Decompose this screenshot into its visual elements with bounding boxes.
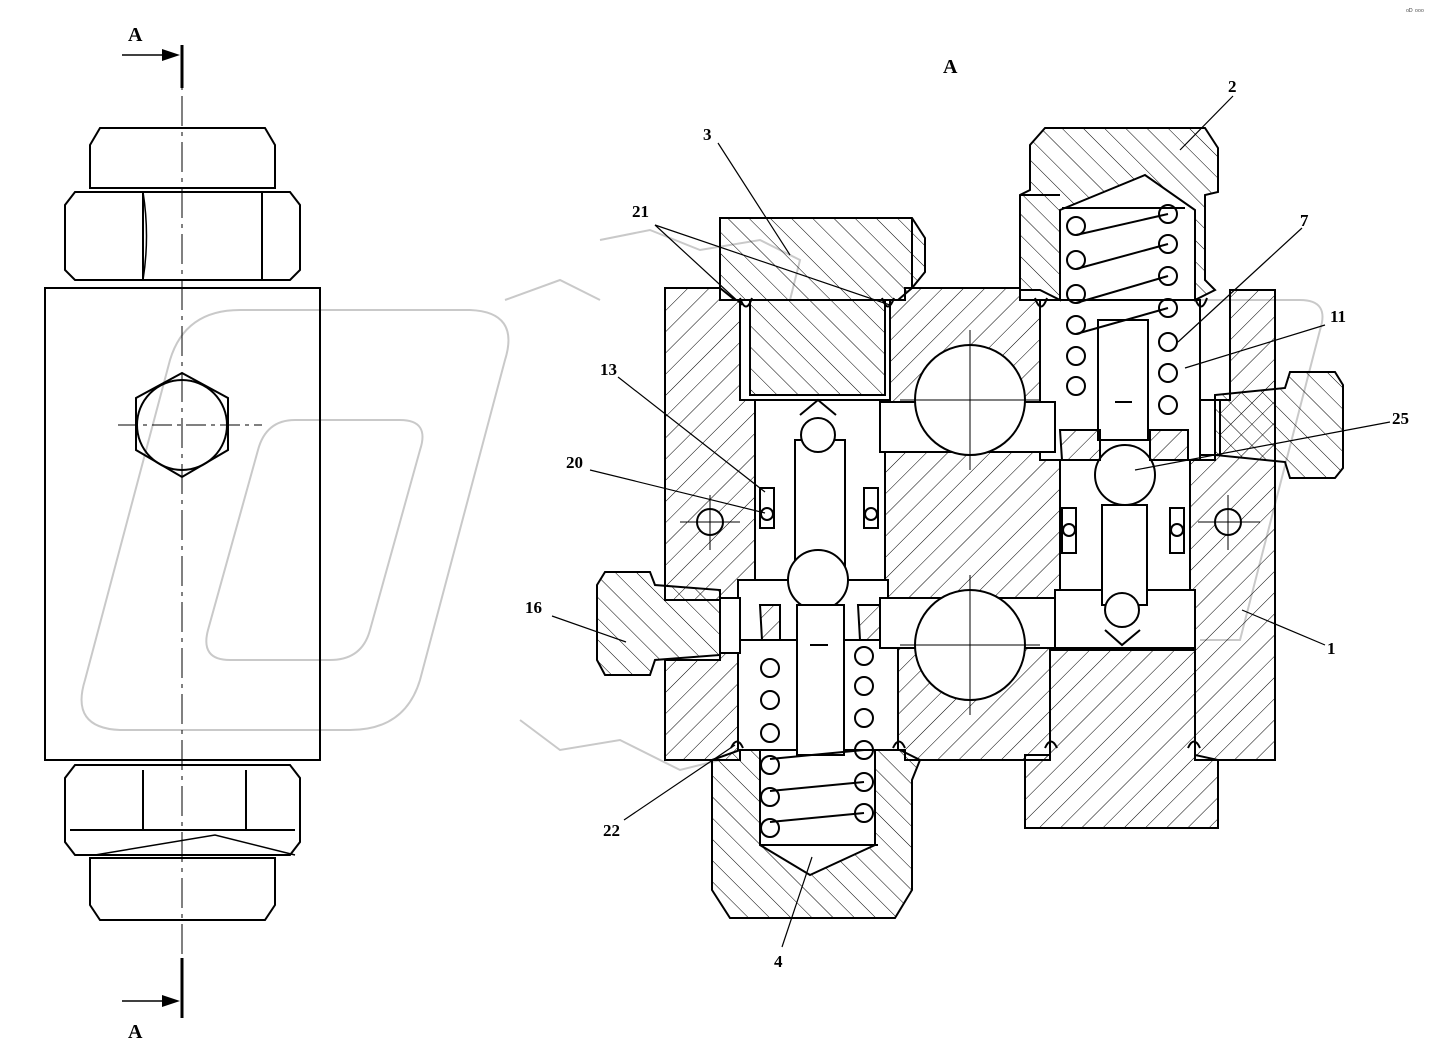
left-valve-stem — [758, 398, 881, 756]
callout-25: 25 — [1392, 409, 1409, 428]
section-label-top: A — [128, 24, 143, 46]
section-view-title: A — [943, 56, 958, 78]
fitting-16 — [596, 571, 721, 676]
right-valve-stem — [1058, 319, 1189, 647]
callout-1: 1 — [1327, 639, 1336, 658]
section-arrow-top — [122, 49, 180, 61]
section-label-bottom: A — [128, 1021, 143, 1043]
callout-11: 11 — [1330, 307, 1346, 326]
cap-2 — [1019, 127, 1219, 302]
callout-13: 13 — [600, 360, 617, 379]
watermark — [80, 228, 1324, 772]
cap-4 — [711, 749, 922, 919]
callout-16: 16 — [525, 598, 542, 617]
fitting-right — [1214, 371, 1344, 479]
spring-top-right — [1062, 204, 1185, 415]
plug-3 — [719, 217, 926, 396]
section-line — [118, 45, 262, 1018]
seals — [730, 297, 1208, 749]
port-circles — [680, 330, 1260, 715]
section-arrow-bottom — [122, 995, 180, 1007]
callout-21: 21 — [632, 202, 649, 221]
callout-7: 7 — [1300, 211, 1309, 230]
corner-mark: ᵒᴰ ᵒᵒᵒ — [1406, 7, 1424, 16]
callout-4: 4 — [774, 952, 783, 971]
leader-lines — [551, 95, 1391, 948]
callout-22: 22 — [603, 821, 620, 840]
spring-bottom-left — [760, 646, 878, 846]
callout-20: 20 — [566, 453, 583, 472]
plug-bottom-right — [1024, 647, 1219, 829]
callout-2: 2 — [1228, 77, 1237, 96]
callout-3: 3 — [703, 125, 712, 144]
